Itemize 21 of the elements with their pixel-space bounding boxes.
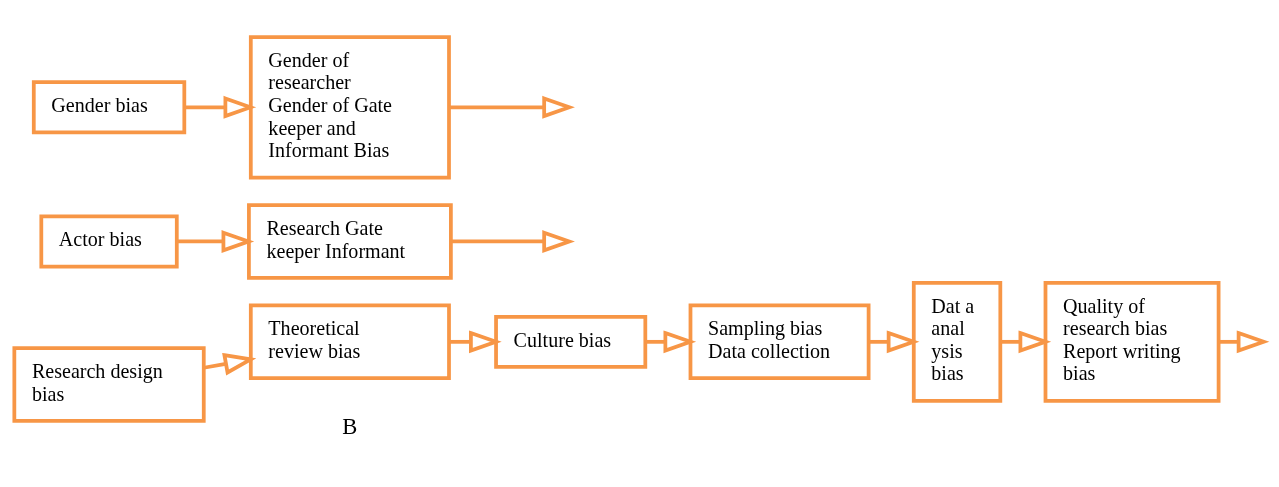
arrow — [451, 229, 575, 253]
arrow — [1000, 329, 1052, 353]
arrow — [177, 229, 255, 253]
label: B — [342, 413, 358, 439]
node-box: Sampling bias Data collection — [688, 303, 871, 380]
node-box: Culture bias — [494, 314, 648, 369]
node-box: Gender of researcher Gender of Gate keeper and Informant Bias — [248, 34, 451, 179]
node-box: Gender bias — [31, 79, 187, 134]
arrow — [868, 329, 920, 353]
arrow — [449, 329, 502, 353]
node-box: Theoretical review bias — [248, 303, 451, 380]
node-box: Actor bias — [39, 214, 179, 268]
arrow — [203, 352, 257, 375]
node-box: Research Gate keeper Informant — [247, 202, 453, 280]
node-box: Research design bias — [12, 345, 206, 423]
arrow — [645, 329, 697, 353]
node-box: Dat a anal ysis bias — [911, 280, 1003, 403]
node-box: Quality of research bias Report writing bias — [1043, 280, 1221, 403]
arrow — [449, 95, 575, 119]
arrow — [184, 95, 257, 119]
arrow — [1218, 329, 1270, 353]
